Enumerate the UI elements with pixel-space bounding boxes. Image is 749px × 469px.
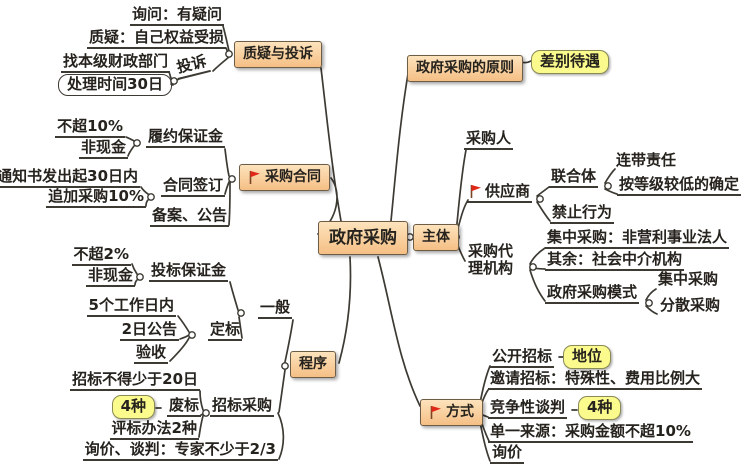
leaf-filing-announce[interactable]: 备案、公告 — [149, 207, 229, 227]
node-methods-label: 方式 — [446, 404, 474, 420]
leaf-bond-cap[interactable]: 不超10% — [55, 118, 125, 138]
leaf-sign-time[interactable]: 通知书发出起30日内 — [0, 168, 140, 188]
leaf-bid-cap[interactable]: 不超2% — [71, 246, 131, 266]
leaf-supplier-label: 供应商 — [485, 182, 531, 200]
leaf-competitive-negotiation[interactable]: 竞争性谈判 — [488, 399, 568, 419]
leaf-agency[interactable]: 采购代理机构 — [468, 242, 514, 277]
node-procedure[interactable]: 程序 — [290, 351, 336, 378]
leaf-prohibited-acts[interactable]: 禁止行为 — [550, 204, 615, 224]
node-principles[interactable]: 政府采购的原则 — [407, 55, 523, 82]
node-subject-label: 主体 — [422, 229, 450, 245]
leaf-supplier[interactable]: 供应商 — [467, 182, 533, 203]
leaf-eval-methods[interactable]: 评标办法2种 — [109, 420, 199, 440]
leaf-expert-rule[interactable]: 询价、谈判：专家不少于2/3 — [82, 441, 278, 461]
node-challenge-label: 质疑与投诉 — [243, 46, 313, 62]
leaf-single-source[interactable]: 单一来源：采购金额不超10% — [488, 423, 693, 443]
leaf-complaint-dept[interactable]: 找本级财政部门 — [60, 53, 170, 73]
node-procedure-label: 程序 — [299, 356, 327, 372]
leaf-purchaser[interactable]: 采购人 — [464, 130, 514, 150]
node-principles-label: 政府采购的原则 — [416, 60, 514, 76]
leaf-award-days[interactable]: 5个工作日内 — [86, 297, 176, 317]
leaf-announce[interactable]: 2日公告 — [119, 321, 179, 341]
flag-icon — [430, 405, 441, 419]
leaf-mode-centralized[interactable]: 集中采购 — [658, 270, 719, 288]
leaf-bid-noncash[interactable]: 非现金 — [85, 267, 135, 287]
leaf-extra-purchase[interactable]: 追加采购10% — [46, 188, 146, 208]
leaf-question[interactable]: 质疑：自己权益受损 — [86, 29, 226, 49]
leaf-open-bidding[interactable]: 公开招标 — [490, 348, 555, 368]
leaf-bid-bond[interactable]: 投标保证金 — [148, 262, 228, 282]
leaf-complaint-time[interactable]: 处理时间30日 — [58, 74, 172, 96]
leaf-invited-bidding[interactable]: 邀请招标：特殊性、费用比例大 — [488, 370, 703, 390]
leaf-contract-sign[interactable]: 合同签订 — [160, 177, 225, 197]
leaf-bond-noncash[interactable]: 非现金 — [78, 139, 128, 159]
tag-status[interactable]: 地位 — [563, 345, 612, 369]
flag-icon — [470, 185, 481, 198]
leaf-inquiry[interactable]: 询问：有疑问 — [129, 6, 224, 26]
leaf-joint-liability[interactable]: 连带责任 — [616, 151, 677, 169]
node-subject[interactable]: 主体 — [413, 224, 459, 251]
leaf-centralized-rule[interactable]: 集中采购：非营利事业法人 — [545, 229, 730, 249]
leaf-mode-scattered[interactable]: 分散采购 — [660, 296, 721, 314]
leaf-acceptance[interactable]: 验收 — [133, 344, 168, 364]
leaf-price-inquiry[interactable]: 询价 — [490, 444, 525, 464]
leaf-general[interactable]: 一般 — [257, 299, 292, 319]
leaf-lower-grade[interactable]: 按等级较低的确定 — [617, 176, 742, 196]
leaf-procurement-mode[interactable]: 政府采购模式 — [545, 284, 640, 304]
leaf-tender-days[interactable]: 招标不得少于20日 — [70, 371, 200, 391]
tag-differential-treatment[interactable]: 差别待遇 — [531, 50, 610, 74]
leaf-others-rule[interactable]: 其余：社会中介机构 — [545, 251, 685, 271]
leaf-consortium[interactable]: 联合体 — [549, 168, 599, 188]
node-contract-label: 采购合同 — [265, 169, 321, 185]
tag-four-types-invalid[interactable]: 4种 — [111, 395, 155, 419]
node-methods[interactable]: 方式 — [420, 399, 483, 426]
flag-icon — [249, 170, 260, 184]
leaf-award[interactable]: 定标 — [207, 321, 242, 341]
leaf-performance-bond[interactable]: 履约保证金 — [145, 128, 225, 148]
node-challenge[interactable]: 质疑与投诉 — [234, 41, 322, 68]
center-topic[interactable]: 政府采购 — [318, 221, 408, 255]
tag-four-types-negotiation[interactable]: 4种 — [578, 396, 622, 420]
leaf-invalid-bid[interactable]: 废标 — [166, 397, 201, 417]
node-contract[interactable]: 采购合同 — [239, 164, 330, 191]
center-topic-label: 政府采购 — [329, 228, 397, 248]
leaf-tender-purchase[interactable]: 招标采购 — [210, 397, 275, 417]
